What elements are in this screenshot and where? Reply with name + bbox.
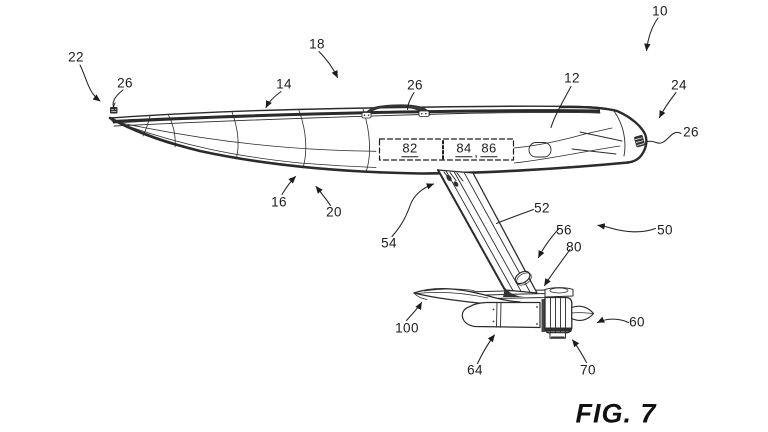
ref-label-70: 70 [580, 362, 596, 378]
ref-label-52: 52 [534, 200, 550, 216]
ref-label-22: 22 [68, 49, 84, 65]
leader-52 [495, 208, 535, 225]
ref-label-26-handle: 26 [407, 77, 423, 93]
mast [437, 169, 538, 297]
ref-label-10: 10 [652, 3, 668, 19]
ref-label-18: 18 [309, 36, 325, 52]
leader-56 [537, 227, 560, 259]
leader-20 [315, 185, 332, 207]
deck-slot [528, 142, 552, 158]
ref-label-20: 20 [326, 204, 342, 220]
leader-18 [318, 50, 339, 79]
leader-26-tail [646, 131, 682, 144]
leader-24 [658, 91, 677, 119]
leader-26-handle [406, 91, 415, 111]
mast-foot [503, 288, 527, 297]
leader-64 [476, 334, 496, 365]
ref-label-84: 84 [455, 140, 473, 157]
leader-100 [405, 301, 423, 322]
leader-50 [597, 223, 657, 233]
leader-16 [281, 175, 297, 196]
leader-14 [265, 90, 282, 109]
board-deck-band [112, 109, 600, 124]
ref-label-16: 16 [271, 194, 287, 210]
ref-label-12: 12 [564, 70, 580, 86]
ref-label-80: 80 [566, 239, 582, 255]
board-chine-lines [110, 119, 621, 168]
motor-duct [541, 296, 595, 339]
leader-60 [596, 316, 630, 324]
hydrofoil-board-outline [108, 105, 648, 175]
tail-wing [544, 287, 574, 298]
front-wing [413, 288, 522, 307]
leader-70 [571, 339, 588, 364]
ref-label-24: 24 [671, 77, 687, 93]
ref-label-separator: , [474, 144, 478, 160]
leader-10 [644, 17, 659, 52]
ref-label-26-tail: 26 [683, 124, 699, 140]
ref-label-60: 60 [629, 314, 645, 330]
ref-label-26-nose: 26 [117, 75, 133, 91]
deck-handle [361, 104, 431, 119]
fuselage [461, 301, 541, 329]
leader-22 [79, 64, 101, 102]
ref-label-86: 86 [480, 140, 498, 157]
leader-80 [543, 248, 571, 287]
ref-label-14: 14 [276, 76, 292, 92]
leader-lines [79, 17, 682, 365]
board-tail-lines [571, 110, 626, 157]
leader-12 [550, 85, 572, 129]
leader-54 [391, 183, 435, 238]
ref-label-56: 56 [556, 222, 572, 238]
ref-label-100: 100 [395, 320, 419, 336]
battery-dashed-box [378, 138, 515, 161]
ref-label-82: 82 [401, 140, 419, 157]
leader-26-nose [112, 89, 124, 111]
ref-label-50: 50 [657, 222, 673, 238]
figure-caption: FIG. 7 [575, 398, 657, 429]
tail-fitting [634, 134, 645, 148]
ref-label-54: 54 [381, 235, 397, 251]
ref-label-64: 64 [467, 362, 483, 378]
